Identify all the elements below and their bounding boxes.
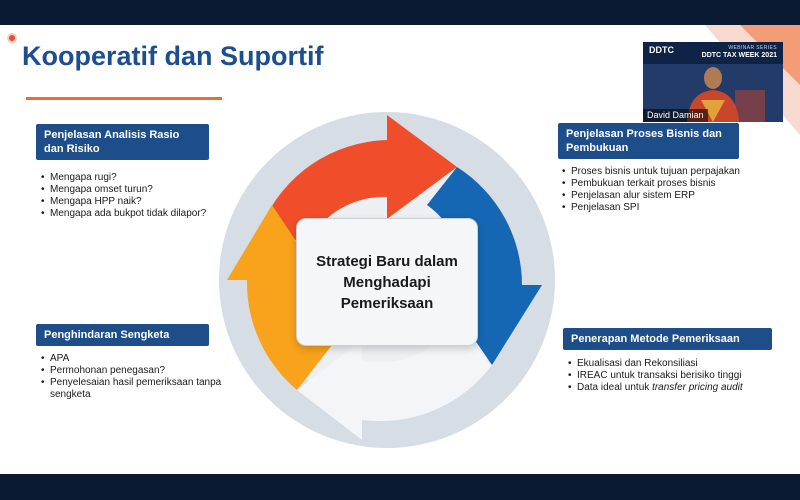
section-ratio-risk-list: Mengapa rugi? Mengapa omset turun? Menga… [40,172,240,220]
list-item: Mengapa ada bukpot tidak dilapor? [40,208,240,220]
list-item: Penyelesaian hasil pemeriksaan tanpa sen… [40,377,230,401]
list-item: Penjelasan SPI [561,202,781,214]
participant-video[interactable]: DDTC WEBINAR SERIES DDTC TAX WEEK 2021 D… [643,42,783,122]
list-item: Proses bisnis untuk tujuan perpajakan [561,166,781,178]
record-icon [7,33,17,43]
video-series-caption: WEBINAR SERIES [728,45,777,51]
section-dispute-avoidance-list: APA Permohonan penegasan? Penyelesaian h… [40,353,230,401]
section-audit-method-list: Ekualisasi dan Rekonsiliasi IREAC untuk … [567,358,782,394]
list-item: Pembukuan terkait proses bisnis [561,178,781,190]
section-business-process-list: Proses bisnis untuk tujuan perpajakan Pe… [561,166,781,214]
list-item: APA [40,353,230,365]
list-item: Data ideal untuk transfer pricing audit [567,382,782,394]
top-bar [0,0,800,25]
video-event-title: DDTC TAX WEEK 2021 [701,52,777,59]
section-business-process-title: Penjelasan Proses Bisnis dan Pembukuan [558,123,739,159]
bottom-bar [0,474,800,500]
video-background [643,42,783,122]
list-item: Permohonan penegasan? [40,365,230,377]
section-ratio-risk-title: Penjelasan Analisis Rasio dan Risiko [36,124,209,160]
slide-title: Kooperatif dan Suportif [22,41,324,71]
list-item: Mengapa HPP naik? [40,196,240,208]
center-strategy-box: Strategi Baru dalam Menghadapi Pemeriksa… [296,218,478,346]
section-audit-method-title: Penerapan Metode Pemeriksaan [563,328,772,350]
section-dispute-avoidance-title: Penghindaran Sengketa [36,324,209,346]
video-brand: DDTC [649,45,674,55]
list-item: Mengapa omset turun? [40,184,240,196]
list-item: Mengapa rugi? [40,172,240,184]
list-item-text: Data ideal untuk [577,382,653,393]
center-strategy-text: Strategi Baru dalam Menghadapi Pemeriksa… [316,252,458,312]
list-item: IREAC untuk transaksi berisiko tinggi [567,370,782,382]
list-item: Penjelasan alur sistem ERP [561,190,781,202]
title-underline [26,97,222,100]
list-item-emphasis: transfer pricing audit [652,382,743,393]
list-item: Ekualisasi dan Rekonsiliasi [567,358,782,370]
participant-name-label: David Damian [643,109,708,122]
